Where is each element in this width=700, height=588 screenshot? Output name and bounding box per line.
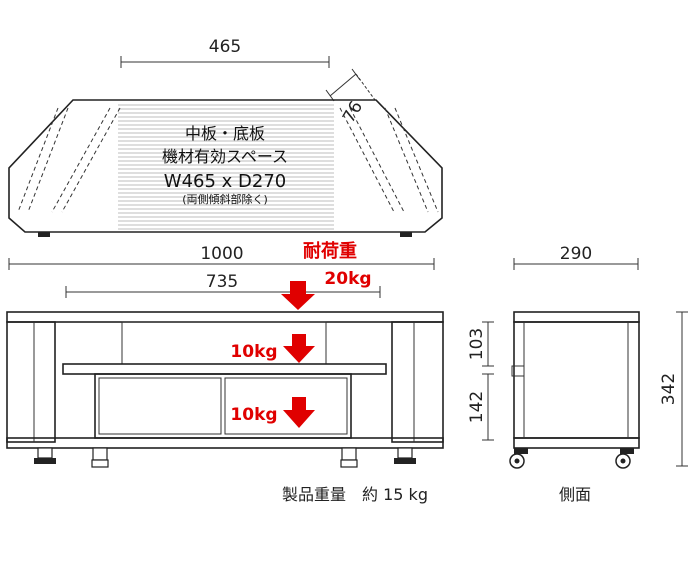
- middle-shelf: [62, 363, 387, 375]
- bottom-board: [6, 437, 444, 449]
- corner-extension-line: [355, 73, 376, 101]
- bottom-load-label: 10kg: [230, 405, 277, 425]
- top-load-arrow-icon: [281, 281, 315, 310]
- depth-290-label: 290: [560, 244, 592, 264]
- front-view: 1000 耐荷重 735 20kg 10kg 10kg: [6, 240, 494, 504]
- height-342-label: 342: [659, 373, 679, 405]
- side-view-caption: 側面: [559, 485, 591, 504]
- bottom-load-arrow-icon: [283, 397, 315, 428]
- top-load-label: 20kg: [324, 269, 371, 289]
- middle-load-label: 10kg: [230, 342, 277, 362]
- right-side-panel: [391, 321, 444, 443]
- left-glass-door: [98, 377, 222, 435]
- leg: [38, 232, 50, 237]
- height-103-label: 103: [467, 328, 487, 360]
- left-side-panel: [6, 321, 56, 443]
- product-weight-caption: 製品重量 約 15 kg: [282, 485, 428, 504]
- corner-76-label: 76: [339, 98, 367, 127]
- zone-dimensions: W465 x D270: [164, 171, 286, 192]
- zone-title: 中板・底板: [185, 124, 265, 143]
- top-view: 465 76 中板・底板 機材有効スペース W465 x: [8, 37, 443, 237]
- side-bottom-board: [513, 437, 640, 449]
- width-735-label: 735: [206, 272, 238, 292]
- right-slant-guides: [339, 107, 439, 213]
- side-top-board: [513, 311, 640, 323]
- left-slant-guides: [17, 107, 121, 213]
- width-1000-label: 1000: [200, 244, 243, 264]
- dimension-tick: [325, 89, 335, 102]
- shelf-edge: [511, 365, 525, 377]
- side-casters: [509, 448, 634, 469]
- middle-load-arrow-icon: [283, 334, 315, 363]
- side-panel: [513, 321, 640, 439]
- corner-76-dimension-line: [329, 73, 357, 97]
- height-142-label: 142: [467, 391, 487, 423]
- front-feet: [34, 447, 416, 468]
- width-465-label: 465: [209, 37, 241, 57]
- leg: [400, 232, 412, 237]
- right-glass-door: [224, 377, 348, 435]
- zone-note: (両側傾斜部除く): [182, 192, 268, 206]
- door-frame: [94, 373, 352, 439]
- zone-subtitle: 機材有効スペース: [162, 147, 288, 166]
- side-view: 290 342 側面: [509, 244, 688, 504]
- load-capacity-title: 耐荷重: [303, 240, 357, 262]
- top-board: [6, 311, 444, 323]
- effective-space-area: [118, 102, 334, 230]
- top-view-outline: [8, 99, 443, 233]
